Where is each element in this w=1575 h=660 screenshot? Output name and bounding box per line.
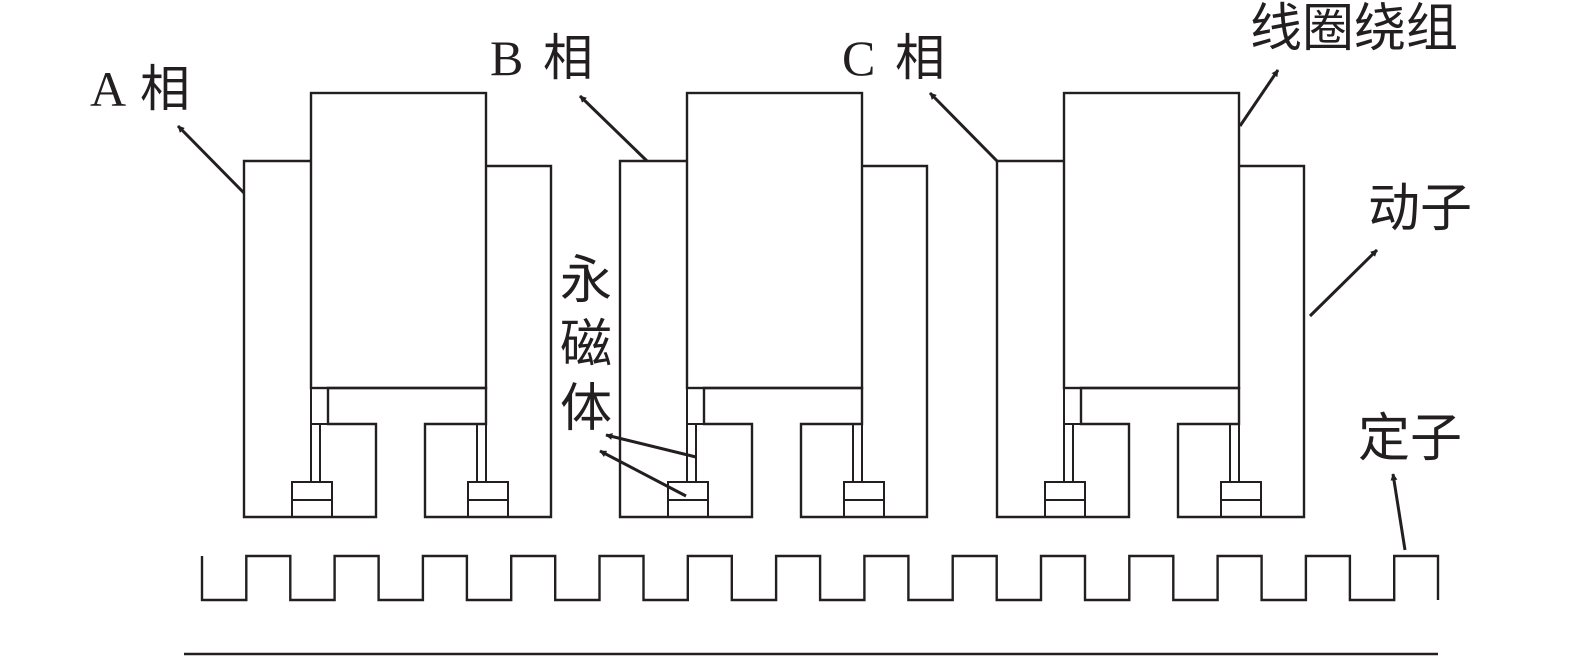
- magnet-label-char-3: 体: [560, 379, 612, 439]
- magnet-label-char-2: 磁: [560, 315, 612, 375]
- phase-a-char: 相: [140, 60, 190, 118]
- phase-b-char: 相: [543, 29, 593, 87]
- phase-c-core-outline: [995, 159, 1306, 519]
- magnet-arrow-upper: [605, 433, 697, 459]
- stator-label: 定子: [1358, 409, 1462, 469]
- phase-a-arrow: [176, 124, 246, 195]
- phase-b-letter: B: [490, 30, 523, 86]
- magnet-label-char-1: 永: [560, 251, 612, 311]
- phase-a-core-outline: [242, 159, 553, 519]
- phase-c-arrow: [928, 91, 999, 163]
- phase-b-module: [618, 91, 929, 519]
- stator-toothed-rail: [200, 554, 1440, 602]
- phase-a-module: [242, 91, 553, 519]
- phase-c-letter: C: [842, 30, 875, 86]
- coil-winding-arrow: [1238, 69, 1280, 127]
- coil-winding-label: 线圈绕组: [1250, 0, 1458, 59]
- magnet-arrow-lower: [599, 449, 687, 498]
- phase-a-letter: A: [90, 61, 126, 117]
- stator-arrow: [1390, 473, 1407, 551]
- phase-b-coil-winding: [685, 91, 864, 390]
- phase-c-char: 相: [895, 29, 945, 87]
- phase-a-coil-winding: [309, 91, 488, 390]
- mover-arrow: [1308, 248, 1379, 318]
- mover-label: 动子: [1368, 179, 1472, 239]
- phase-c-coil-winding: [1062, 91, 1241, 390]
- phase-c-module: [995, 91, 1306, 519]
- phase-b-arrow: [578, 94, 649, 163]
- phase-b-core-outline: [618, 159, 929, 519]
